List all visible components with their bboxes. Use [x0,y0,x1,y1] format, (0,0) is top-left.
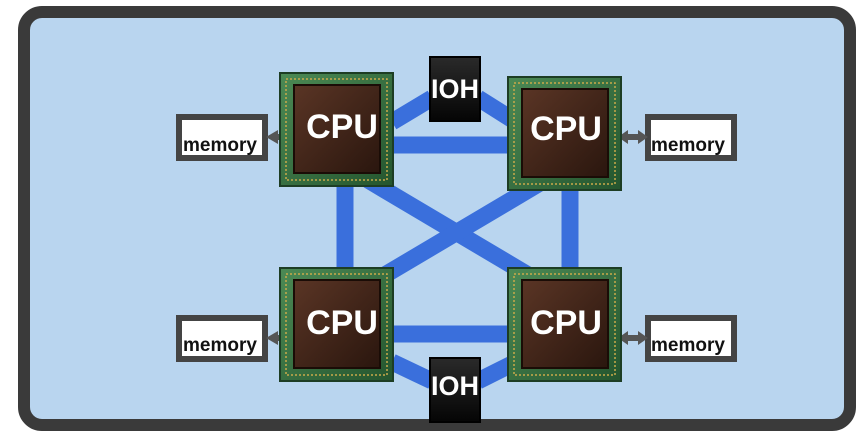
cpu-label: CPU [530,110,602,148]
memory-top-right: memory [648,117,734,158]
memory-bottom-right: memory [648,318,734,359]
memory-label: memory [183,135,257,156]
memory-label: memory [651,135,725,156]
memory-label: memory [651,335,725,356]
cpu-bottom-left: CPU [280,268,393,381]
cpu-top-left: CPU [280,73,393,186]
ioh-label: IOH [431,74,479,104]
cpu-label: CPU [530,304,602,342]
ioh-top: IOH [430,57,480,121]
cpu-top-right: CPU [508,77,621,190]
memory-label: memory [183,335,257,356]
memory-top-left: memory [179,117,265,158]
cpu-bottom-right: CPU [508,268,621,381]
ioh-bottom: IOH [430,358,480,422]
cpu-label: CPU [306,304,378,342]
ioh-label: IOH [431,371,479,401]
cpu-label: CPU [306,108,378,146]
memory-bottom-left: memory [179,318,265,359]
